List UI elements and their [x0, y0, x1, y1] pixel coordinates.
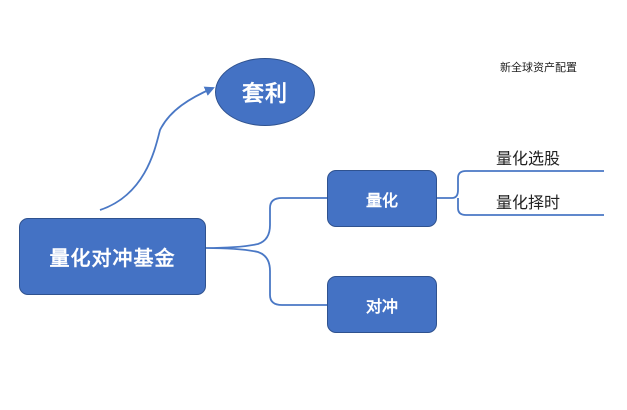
bracket-root-to-branches: [205, 197, 327, 306]
leaf-quant-timing: 量化择时: [496, 193, 561, 212]
branch-node-quant-label: 量化: [365, 190, 398, 210]
branch-node-hedge: 对冲: [327, 276, 437, 333]
branch-node-hedge-label: 对冲: [365, 296, 398, 316]
note-global-asset-allocation: 新全球资产配置: [500, 61, 577, 74]
arbitrage-node: 套利: [215, 58, 315, 126]
branch-node-quant: 量化: [327, 170, 437, 227]
root-node-quant-hedge-fund: 量化对冲基金: [19, 218, 206, 295]
leaf-quant-stock-selection: 量化选股: [496, 149, 561, 168]
bracket-quant-to-leaves: [437, 170, 604, 216]
arbitrage-node-label: 套利: [241, 82, 288, 107]
arrow-root-to-arbitrage: [99, 86, 215, 211]
root-node-label: 量化对冲基金: [49, 246, 176, 270]
